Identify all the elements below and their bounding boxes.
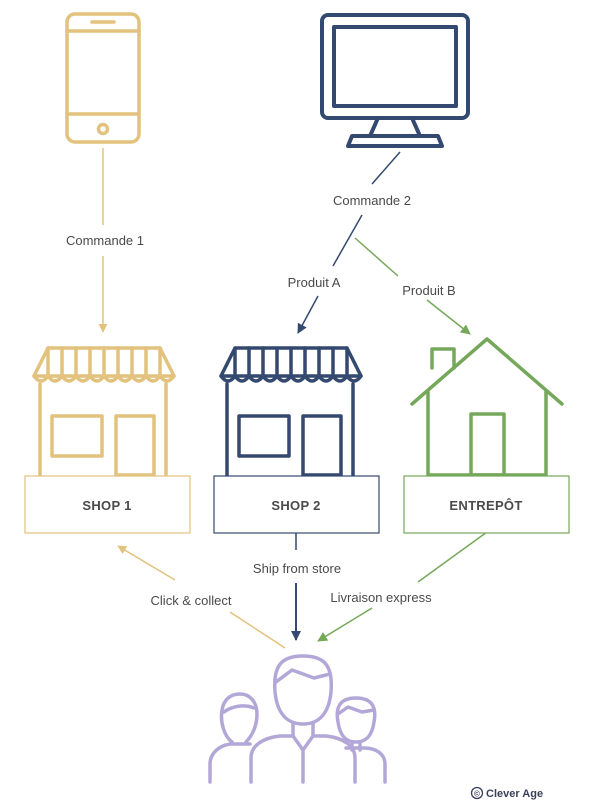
label-commande1: Commande 1 (66, 233, 144, 248)
label-livraison-express: Livraison express (330, 590, 432, 605)
connectors (98, 148, 488, 649)
label-produitB: Produit B (402, 283, 455, 298)
shop1-box: SHOP 1 (24, 475, 191, 534)
shop2-box: SHOP 2 (213, 475, 380, 534)
connector-commande2-produitA (332, 214, 363, 267)
label-produitA: Produit A (288, 275, 341, 290)
label-click-collect: Click & collect (151, 593, 232, 608)
smartphone-icon (65, 12, 141, 144)
shop2-label: SHOP 2 (271, 498, 320, 513)
arrow-produitB-to-entrepot (426, 299, 471, 335)
shop1-label: SHOP 1 (82, 498, 131, 513)
arrow-produitA-to-shop2 (297, 295, 319, 334)
connector-customers-clickcollect (229, 611, 286, 649)
connector-commande2-produitB (354, 237, 399, 277)
label-ship-from-store: Ship from store (253, 561, 341, 576)
shop1-storefront-icon (32, 346, 176, 477)
credit: © Clever Age (470, 786, 543, 800)
credit-text: Clever Age (486, 788, 543, 800)
entrepot-label: ENTREPÔT (449, 498, 522, 513)
arrow-livraison-to-customers (317, 607, 373, 642)
desktop-monitor-icon (320, 13, 470, 148)
entrepot-house-icon (410, 337, 564, 477)
connector-computer-commande2 (371, 151, 401, 185)
connector-entrepot-livraison (417, 531, 488, 583)
arrow-clickcollect-to-shop1 (117, 545, 176, 581)
copyright-icon (470, 786, 484, 800)
shop2-storefront-icon (219, 346, 363, 477)
customers-people-icon (208, 654, 387, 784)
entrepot-box: ENTREPÔT (403, 475, 570, 534)
label-commande2: Commande 2 (333, 193, 411, 208)
copyright-symbol: © (474, 790, 480, 799)
